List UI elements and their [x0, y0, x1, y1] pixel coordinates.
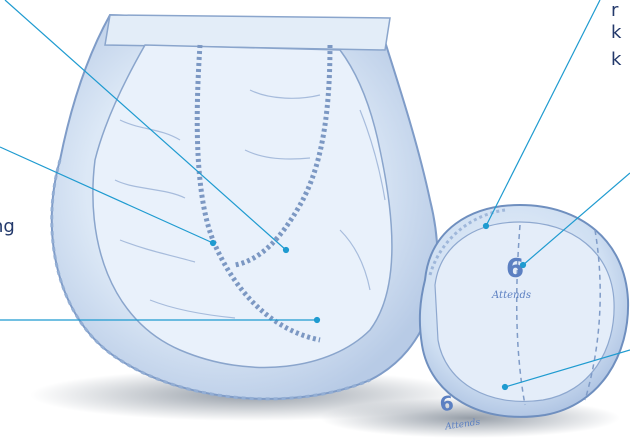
label-left-fragment: ng [0, 216, 15, 238]
label-top-right-line2: k [611, 22, 621, 44]
leader-line-4 [486, 0, 600, 226]
leader-dot-6 [503, 385, 508, 390]
pad-size-number-top: 6 [506, 254, 524, 284]
leader-dot-1 [284, 248, 289, 253]
pad-brand-text-top: Attends [491, 290, 531, 301]
main-pad [52, 15, 438, 399]
leader-dot-5 [521, 263, 526, 268]
small-pad: 6 Attends 6 Attends [420, 205, 628, 432]
label-top-right-line1: r [611, 0, 618, 22]
label-top-right-line3: k [611, 49, 621, 71]
leader-dot-2 [211, 241, 216, 246]
leader-dot-4 [484, 224, 489, 229]
leader-dot-3 [315, 318, 320, 323]
